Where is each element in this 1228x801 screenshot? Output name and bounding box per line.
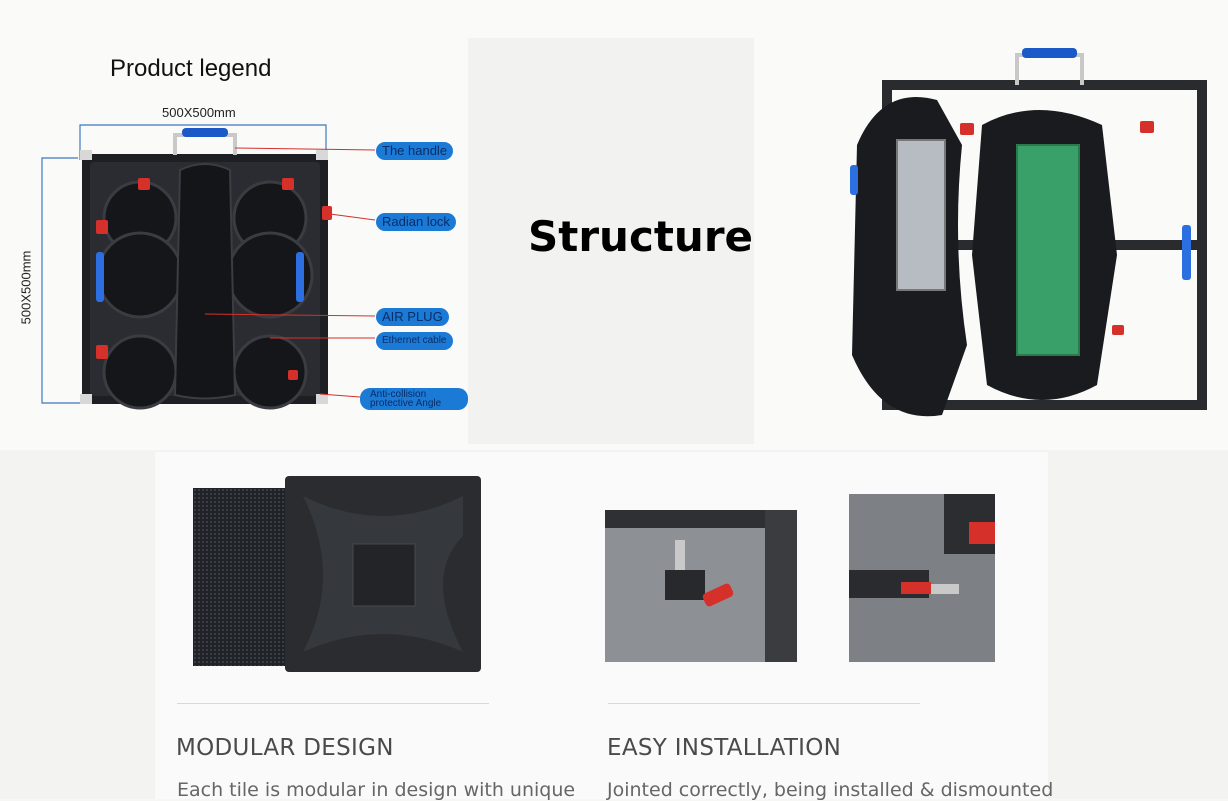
divider-modular <box>177 703 489 704</box>
callout-ethernet-cable: Ethernet cable <box>376 332 453 350</box>
callout-anti-collision-line2: protective Angle <box>370 398 442 409</box>
feature-title-installation: EASY INSTALLATION <box>607 735 842 761</box>
cabinet-open-photo <box>850 48 1207 417</box>
callout-anti-collision-line1: Anti-collision <box>370 389 427 400</box>
callout-anti-collision: Anti-collision protective Angle <box>360 388 468 410</box>
callout-radian-lock: Radian lock <box>376 213 456 231</box>
callout-air-plug: AIR PLUG <box>376 308 449 326</box>
feature-body-installation: Jointed correctly, being installed & dis… <box>607 779 1054 801</box>
cabinet-rear-diagram <box>41 124 376 410</box>
installation-image-left <box>605 510 797 662</box>
width-dimension: 500X500mm <box>162 105 236 120</box>
callout-handle: The handle <box>376 142 454 160</box>
legend-title: Product legend <box>110 55 272 82</box>
structure-panel <box>468 38 754 444</box>
divider-installation <box>608 703 920 704</box>
installation-image-right <box>849 494 995 662</box>
feature-title-modular: MODULAR DESIGN <box>176 735 394 761</box>
feature-body-modular: Each tile is modular in design with uniq… <box>177 779 576 801</box>
structure-title: Structure <box>528 212 754 261</box>
modular-tile-image <box>193 476 481 672</box>
